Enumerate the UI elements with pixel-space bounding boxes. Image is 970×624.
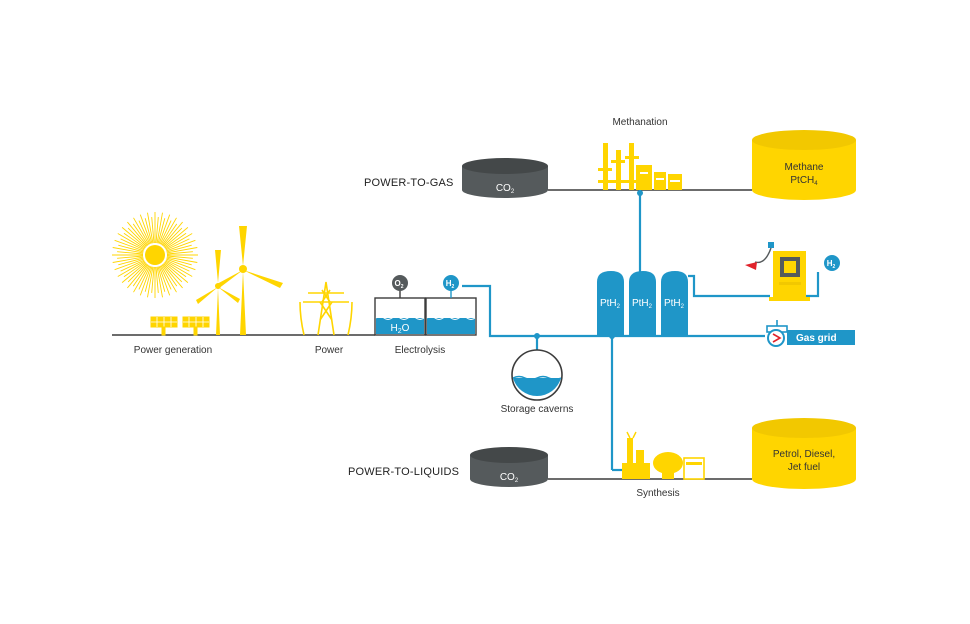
svg-text:H2: H2 (827, 259, 836, 270)
storage-cavern (511, 349, 563, 401)
electrolysis-unit: H2O (374, 290, 477, 336)
pth2-tank: PtH2 (661, 271, 688, 335)
pth2-tanks: PtH2 PtH2 PtH2 (597, 271, 688, 335)
power-label: Power (315, 345, 344, 356)
fuel-label-line1: Petrol, Diesel, (773, 449, 835, 460)
fuel-tank: Petrol, Diesel, Jet fuel (752, 418, 856, 489)
gas-grid-label: Gas grid (796, 333, 837, 344)
junction-dot (534, 333, 540, 339)
pth2-tank: PtH2 (629, 271, 656, 335)
synthesis-label: Synthesis (636, 488, 679, 499)
wind-turbine-icon (215, 226, 283, 335)
wind-turbine-icon (196, 250, 240, 335)
sun-icon (112, 212, 198, 298)
co2-tank-liquids: CO2 (470, 447, 548, 487)
svg-text:PtH2: PtH2 (664, 298, 685, 310)
svg-text:O2: O2 (394, 279, 403, 290)
section-power-to-liquids: POWER-TO-LIQUIDS (348, 466, 459, 478)
svg-text:PtH2: PtH2 (600, 298, 621, 310)
power-pylon-icon (299, 281, 353, 336)
svg-text:CO2: CO2 (496, 183, 515, 195)
methanation-plant-icon (598, 143, 682, 190)
junction-dot (637, 190, 643, 196)
section-power-to-gas: POWER-TO-GAS (364, 177, 454, 189)
h2-bubble: H2 (443, 275, 459, 291)
methanation-label: Methanation (612, 117, 667, 128)
storage-caverns-label: Storage caverns (501, 404, 574, 415)
svg-text:CO2: CO2 (500, 472, 519, 484)
svg-text:H2: H2 (446, 279, 455, 290)
blue-pipes (462, 190, 820, 472)
methane-label: Methane (785, 162, 824, 173)
svg-text:PtH2: PtH2 (632, 298, 653, 310)
co2-tank-gas: CO2 (462, 158, 548, 198)
solar-panel-icon (150, 316, 210, 336)
electrolysis-label: Electrolysis (395, 345, 446, 356)
methane-formula: PtCH4 (790, 175, 818, 187)
pth2-tank: PtH2 (597, 271, 624, 335)
power-generation-label: Power generation (134, 345, 212, 356)
fuel-pump-icon (745, 242, 810, 301)
fuel-label-line2: Jet fuel (788, 462, 820, 473)
gas-grid: Gas grid (766, 320, 855, 347)
h2-station-bubble: H2 (824, 255, 840, 271)
methane-tank: Methane PtCH4 (752, 130, 856, 200)
h2o-label: H2O (391, 323, 410, 335)
o2-bubble: O2 (392, 275, 408, 291)
synthesis-plant-icon (622, 431, 705, 480)
